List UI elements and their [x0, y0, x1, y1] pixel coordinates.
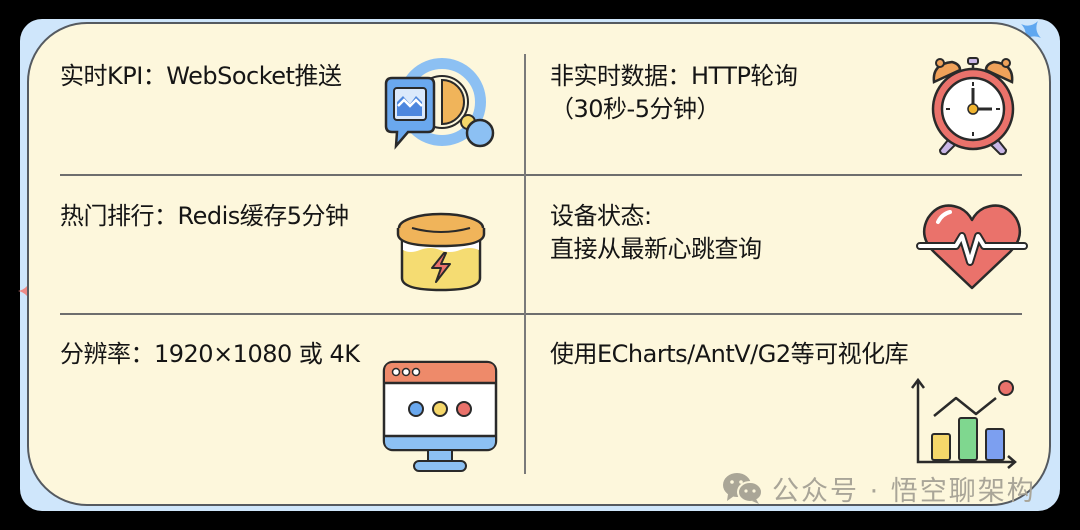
row-divider-2 — [60, 313, 1022, 315]
cell-device-status-line-1: 设备状态: — [550, 202, 652, 230]
cell-non-realtime-data-line-1: 非实时数据：HTTP轮询 — [550, 62, 798, 90]
watermark: 公众号 · 悟空聊架构 — [722, 470, 1036, 507]
cell-resolution-line-1: 分辨率：1920×1080 或 4K — [60, 340, 360, 368]
watermark-text: 公众号 · 悟空聊架构 — [772, 475, 1036, 507]
cell-visualization-library-line-1: 使用ECharts/AntV/G2等可视化库 — [550, 340, 909, 368]
cell-realtime-kpi: 实时KPI：WebSocket推送 — [60, 60, 342, 93]
cell-realtime-kpi-line-1: 实时KPI：WebSocket推送 — [60, 62, 342, 90]
cell-device-status-line-2: 直接从最新心跳查询 — [550, 235, 762, 263]
bar-line-chart-icon — [911, 377, 1017, 469]
cell-non-realtime-data-line-2: （30秒-5分钟） — [550, 95, 720, 123]
cache-jar-icon — [396, 212, 486, 292]
cell-hot-ranking: 热门排行：Redis缓存5分钟 — [60, 200, 349, 233]
cell-hot-ranking-line-1: 热门排行：Redis缓存5分钟 — [60, 202, 349, 230]
info-card — [27, 22, 1051, 506]
monitor-icon — [382, 360, 498, 472]
cell-resolution: 分辨率：1920×1080 或 4K — [60, 338, 360, 371]
cell-device-status: 设备状态: 直接从最新心跳查询 — [550, 200, 762, 266]
cell-non-realtime-data: 非实时数据：HTTP轮询 （30秒-5分钟） — [550, 60, 798, 126]
wechat-icon — [723, 473, 763, 504]
alarm-clock-icon — [931, 57, 1015, 156]
websocket-chat-icon — [384, 58, 495, 150]
column-divider — [524, 54, 526, 474]
row-divider-1 — [60, 174, 1022, 176]
heartbeat-icon — [916, 204, 1028, 290]
cell-visualization-library: 使用ECharts/AntV/G2等可视化库 — [550, 338, 909, 371]
